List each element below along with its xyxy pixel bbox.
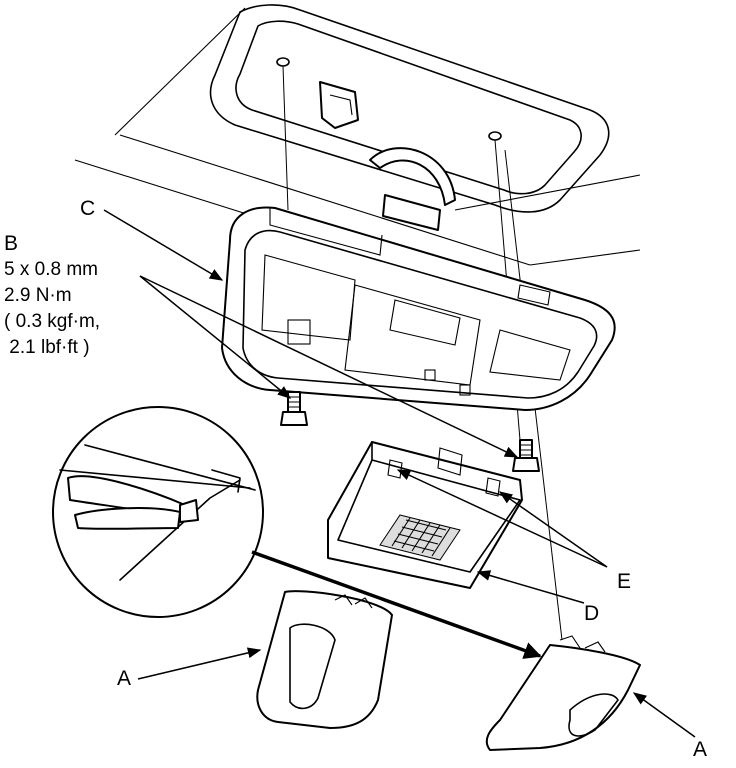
spec-line: 2.1 lbf·ft ) xyxy=(4,337,90,358)
roof-mount-area xyxy=(74,4,641,266)
detail-inset xyxy=(52,406,264,618)
bolt-right xyxy=(512,439,540,472)
callout-b: B xyxy=(4,232,18,255)
bolt-left xyxy=(280,391,308,426)
spec-line: 2.9 N·m xyxy=(4,285,72,306)
callout-d: D xyxy=(584,602,599,625)
removal-direction-arrow xyxy=(251,550,542,659)
torque-spec-b: 5 x 0.8 mm 2.9 N·m ( 0.3 kgf·m, 2.1 lbf·… xyxy=(4,259,100,358)
lens-cover-left xyxy=(256,590,393,729)
map-light-unit xyxy=(327,441,523,589)
callout-a-left: A xyxy=(117,667,131,690)
console-housing xyxy=(221,206,616,411)
callout-e: E xyxy=(617,570,631,593)
callout-a-right: A xyxy=(693,738,707,761)
lens-cover-right xyxy=(485,635,641,751)
callout-c: C xyxy=(80,197,95,220)
leader-lines xyxy=(103,209,696,738)
spec-line: ( 0.3 kgf·m, xyxy=(4,311,100,332)
spec-line: 5 x 0.8 mm xyxy=(4,259,98,280)
